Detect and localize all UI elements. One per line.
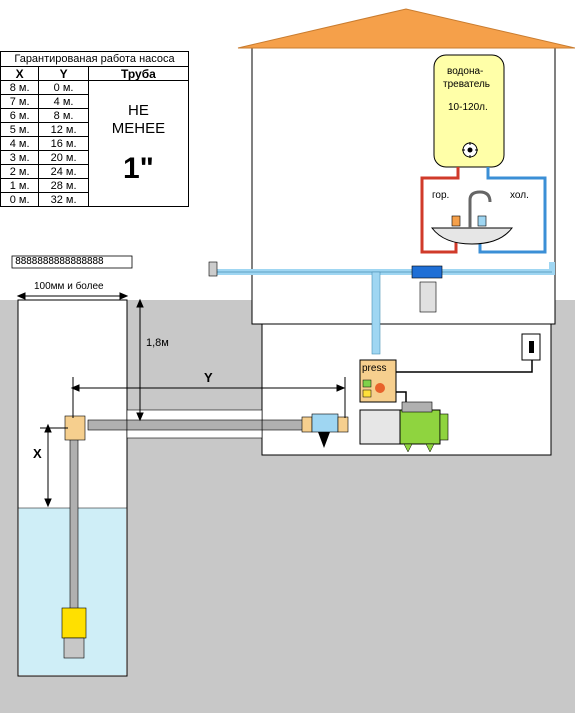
- hot-label: гор.: [432, 190, 450, 201]
- well-width-label: 100мм и более: [34, 281, 104, 292]
- table-row: 4 м.16 м.: [0, 136, 189, 151]
- column-header-y: Y: [38, 66, 89, 81]
- pump-motor: [399, 409, 441, 445]
- faucet: [468, 190, 492, 228]
- water-heater: [433, 54, 505, 168]
- cell-y: 28 м.: [38, 178, 89, 193]
- valve-block: [411, 265, 443, 279]
- column-header-pipe: Труба: [87, 66, 190, 81]
- cell-y: 12 м.: [38, 122, 89, 137]
- note-line1: НЕ: [128, 101, 149, 119]
- table-row: 3 м.20 м.: [0, 150, 189, 165]
- hot-valve: [451, 215, 461, 227]
- heater-label-line1: водона-: [447, 66, 484, 77]
- well-id-label: 8888888888888888: [15, 256, 104, 267]
- sink-basin: [430, 227, 514, 245]
- foot-valve: [61, 607, 87, 639]
- cell-x: 7 м.: [0, 94, 40, 109]
- strainer: [63, 637, 85, 659]
- pipe-size: 1": [122, 151, 154, 185]
- house-wall: [251, 47, 556, 325]
- drain-valve: [318, 432, 330, 448]
- pipe-note: НЕ МЕНЕЕ 1": [87, 80, 190, 207]
- coupling: [301, 416, 313, 433]
- table-row: 5 м.12 м.: [0, 122, 189, 137]
- note-line2: МЕНЕЕ: [111, 119, 166, 137]
- y-dimension-label: Y: [204, 370, 213, 385]
- roof: [237, 8, 575, 49]
- hot-water-pipe: [420, 167, 460, 254]
- heater-dial-icon: [462, 142, 478, 158]
- cold-water-pipe: [478, 167, 547, 254]
- cell-x: 6 м.: [0, 108, 40, 123]
- outdoor-tap: [208, 261, 218, 277]
- well-id-box: [11, 255, 133, 269]
- cold-valve: [477, 215, 487, 227]
- cell-y: 0 м.: [38, 80, 89, 95]
- cell-x: 2 м.: [0, 164, 40, 179]
- cell-y: 8 м.: [38, 108, 89, 123]
- cell-x: 8 м.: [0, 80, 40, 95]
- cell-x: 1 м.: [0, 178, 40, 193]
- cell-y: 24 м.: [38, 164, 89, 179]
- cell-x: 0 м.: [0, 192, 40, 207]
- cell-y: 4 м.: [38, 94, 89, 109]
- press-label: press: [362, 363, 387, 374]
- cell-y: 20 м.: [38, 150, 89, 165]
- heater-volume-label: 10-120л.: [448, 102, 488, 113]
- table-row: 1 м.28 м.: [0, 178, 189, 193]
- table-title: Гарантированая работа насоса: [0, 51, 189, 67]
- check-valve: [311, 413, 339, 433]
- cell-x: 4 м.: [0, 136, 40, 151]
- pump-performance-table: Гарантированая работа насоса X Y Труба 8…: [0, 51, 190, 207]
- cell-y: 16 м.: [38, 136, 89, 151]
- water-filter: [419, 281, 437, 313]
- x-dimension-label: X: [33, 446, 42, 461]
- cell-y: 32 м.: [38, 192, 89, 207]
- dimension-lines: [16, 292, 346, 508]
- cell-x: 3 м.: [0, 150, 40, 165]
- column-header-x: X: [0, 66, 40, 81]
- table-row: 0 м.32 м.: [0, 192, 189, 207]
- cold-label: хол.: [510, 190, 529, 201]
- pump-body: [359, 409, 401, 445]
- heater-label-line2: треватель: [443, 79, 490, 90]
- cell-x: 5 м.: [0, 122, 40, 137]
- power-cable: [396, 360, 533, 373]
- riser-pipe: [371, 271, 381, 355]
- pressure-gauge-icon: [375, 383, 385, 393]
- table-row: 8 м. 0 м. НЕ МЕНЕЕ 1": [0, 80, 190, 207]
- well-pipe: [69, 435, 79, 612]
- depth-label: 1,8м: [146, 337, 169, 349]
